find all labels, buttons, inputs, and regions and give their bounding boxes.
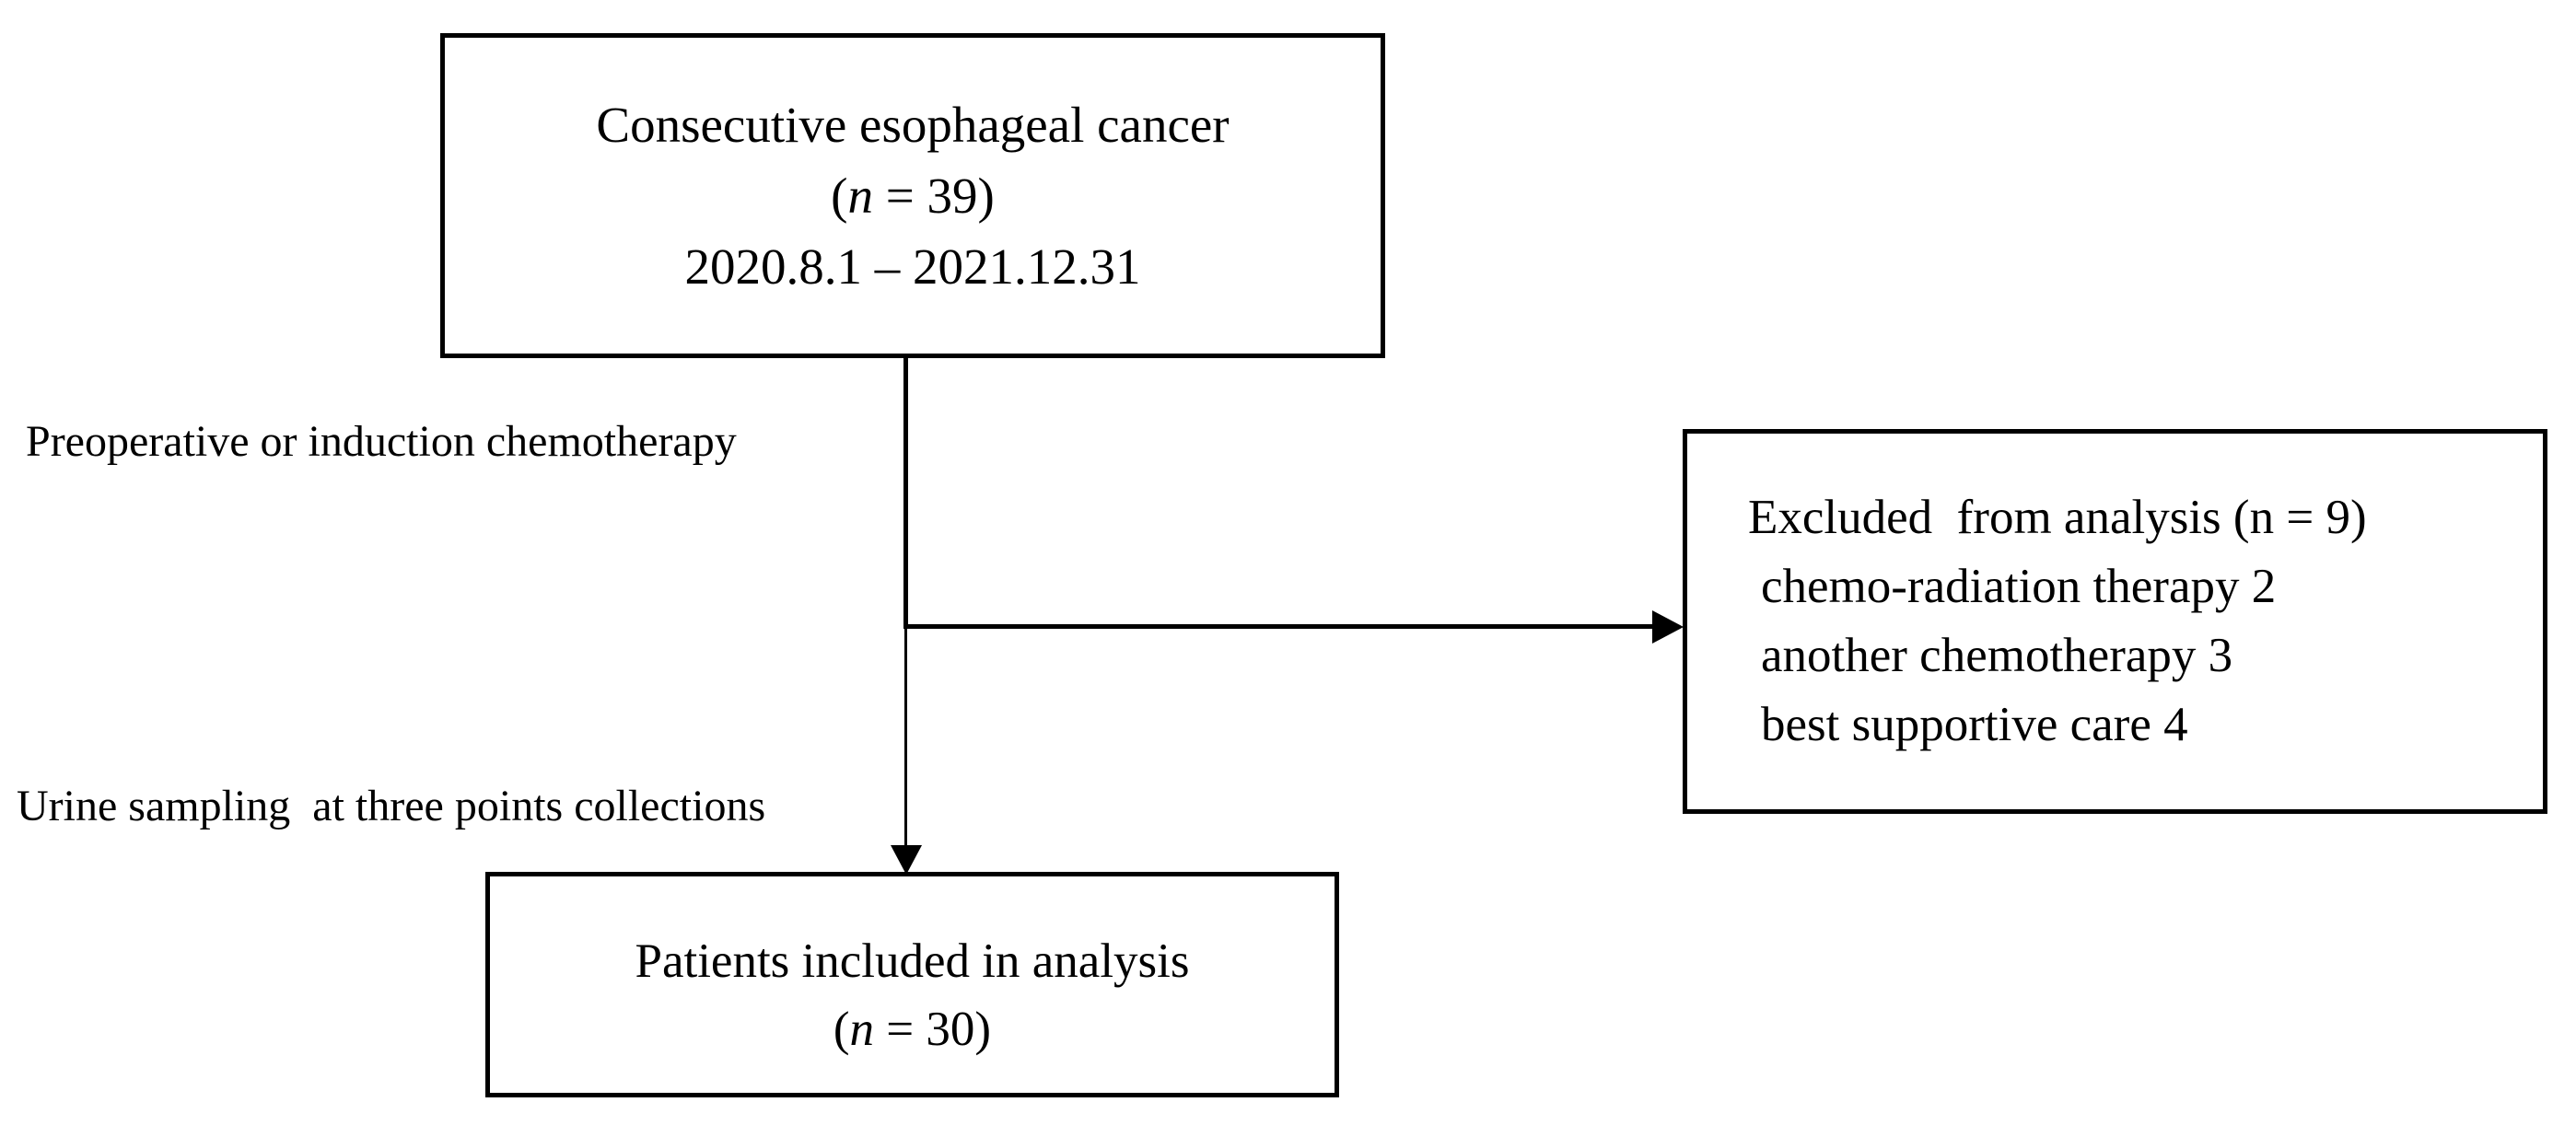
excluded-box: Excluded from analysis (n = 9) chemo-rad… xyxy=(1683,429,2547,814)
arrowhead-right-icon xyxy=(1652,610,1684,644)
enrollment-box: Consecutive esophageal cancer (n = 39) 2… xyxy=(440,33,1385,358)
step-label-chemotherapy: Preoperative or induction chemotherapy xyxy=(26,417,737,466)
connector-vertical-lower xyxy=(904,626,907,847)
arrowhead-down-icon xyxy=(891,845,922,875)
included-box: Patients included in analysis (n = 30) xyxy=(485,872,1339,1097)
connector-horizontal-branch xyxy=(903,624,1657,629)
enrollment-box-title: Consecutive esophageal cancer xyxy=(596,97,1230,153)
included-box-count: (n = 30) xyxy=(833,1002,992,1056)
excluded-item: another chemotherapy 3 xyxy=(1761,629,2233,682)
excluded-item: best supportive care 4 xyxy=(1761,698,2188,751)
excluded-item: chemo-radiation therapy 2 xyxy=(1761,560,2277,613)
connector-vertical-upper xyxy=(903,358,908,628)
excluded-box-title: Excluded from analysis (n = 9) xyxy=(1748,491,2367,544)
enrollment-box-count: (n = 39) xyxy=(831,168,995,224)
step-label-urine-sampling: Urine sampling at three points collectio… xyxy=(17,782,766,830)
n-variable: n xyxy=(849,1002,875,1056)
n-variable: n xyxy=(847,168,873,224)
included-box-title: Patients included in analysis xyxy=(635,934,1190,988)
enrollment-box-dates: 2020.8.1 – 2021.12.31 xyxy=(684,238,1141,295)
